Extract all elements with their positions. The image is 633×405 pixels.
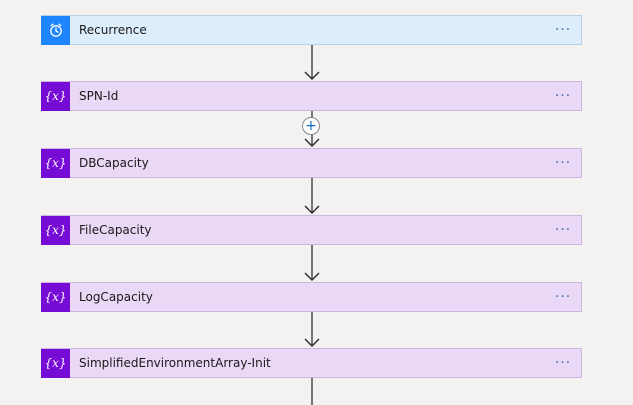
step-label: DBCapacity xyxy=(79,156,149,170)
variable-glyph: {x} xyxy=(44,89,67,103)
variable-glyph: {x} xyxy=(44,290,67,304)
step-card-filecapacity[interactable]: {x} FileCapacity ··· xyxy=(41,215,582,245)
step-card-dbcapacity[interactable]: {x} DBCapacity ··· xyxy=(41,148,582,178)
step-card-logcapacity[interactable]: {x} LogCapacity ··· xyxy=(41,282,582,312)
step-card-spn-id[interactable]: {x} SPN-Id ··· xyxy=(41,81,582,111)
step-label: SimplifiedEnvironmentArray-Init xyxy=(79,356,271,370)
variable-glyph: {x} xyxy=(44,356,67,370)
more-options-button[interactable]: ··· xyxy=(554,222,572,238)
variable-icon: {x} xyxy=(41,348,70,378)
connector-arrow xyxy=(304,312,320,348)
more-options-button[interactable]: ··· xyxy=(554,22,572,38)
step-label: SPN-Id xyxy=(79,89,119,103)
variable-icon: {x} xyxy=(41,148,70,178)
more-options-button[interactable]: ··· xyxy=(554,88,572,104)
more-options-button[interactable]: ··· xyxy=(554,289,572,305)
connector-line xyxy=(304,378,320,405)
more-options-button[interactable]: ··· xyxy=(554,155,572,171)
variable-icon: {x} xyxy=(41,215,70,245)
step-card-simplifiedenvironmentarray-init[interactable]: {x} SimplifiedEnvironmentArray-Init ··· xyxy=(41,348,582,378)
insert-step-button[interactable]: + xyxy=(302,117,320,135)
connector-arrow xyxy=(304,178,320,215)
connector-arrow xyxy=(304,45,320,81)
step-label: Recurrence xyxy=(79,23,147,37)
variable-glyph: {x} xyxy=(44,223,67,237)
connector-arrow xyxy=(304,245,320,282)
variable-icon: {x} xyxy=(41,282,70,312)
variable-icon: {x} xyxy=(41,81,70,111)
step-card-recurrence[interactable]: Recurrence ··· xyxy=(41,15,582,45)
step-label: FileCapacity xyxy=(79,223,152,237)
alarm-clock-icon xyxy=(41,15,70,45)
more-options-button[interactable]: ··· xyxy=(554,355,572,371)
variable-glyph: {x} xyxy=(44,156,67,170)
step-label: LogCapacity xyxy=(79,290,153,304)
